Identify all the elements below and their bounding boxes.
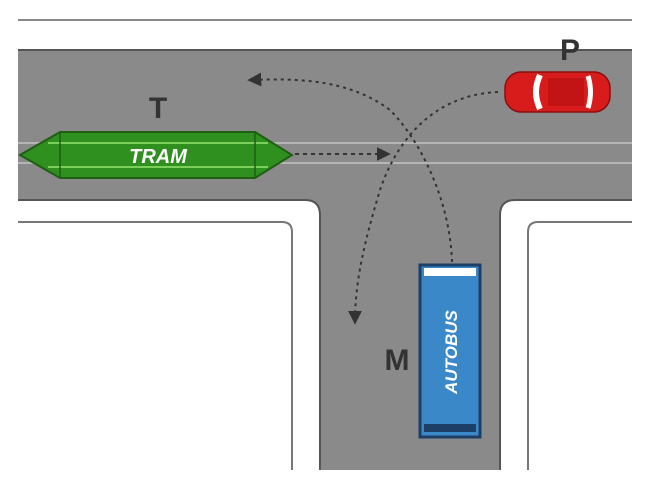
curb-left (18, 199, 321, 470)
car-path (348, 91, 499, 325)
car (504, 71, 611, 113)
bus-rear (424, 424, 476, 432)
car-roof (548, 78, 584, 106)
bus: AUTOBUS (418, 263, 482, 439)
tram-text: TRAM (129, 146, 188, 168)
car-letter-label: P (560, 34, 580, 67)
curb-right (499, 199, 632, 470)
sidewalk-left (18, 221, 293, 470)
car-windshield (533, 73, 543, 111)
bus-letter-label: M (385, 344, 410, 377)
car-rear-window (585, 75, 593, 109)
tram-letter-label: T (149, 92, 167, 125)
bus-body (418, 263, 482, 439)
bus-text: AUTOBUS (442, 309, 461, 394)
road-horizontal (18, 50, 632, 470)
bus-front (424, 268, 476, 276)
sidewalk-right (527, 221, 632, 470)
tram: TRAM (17, 131, 294, 179)
